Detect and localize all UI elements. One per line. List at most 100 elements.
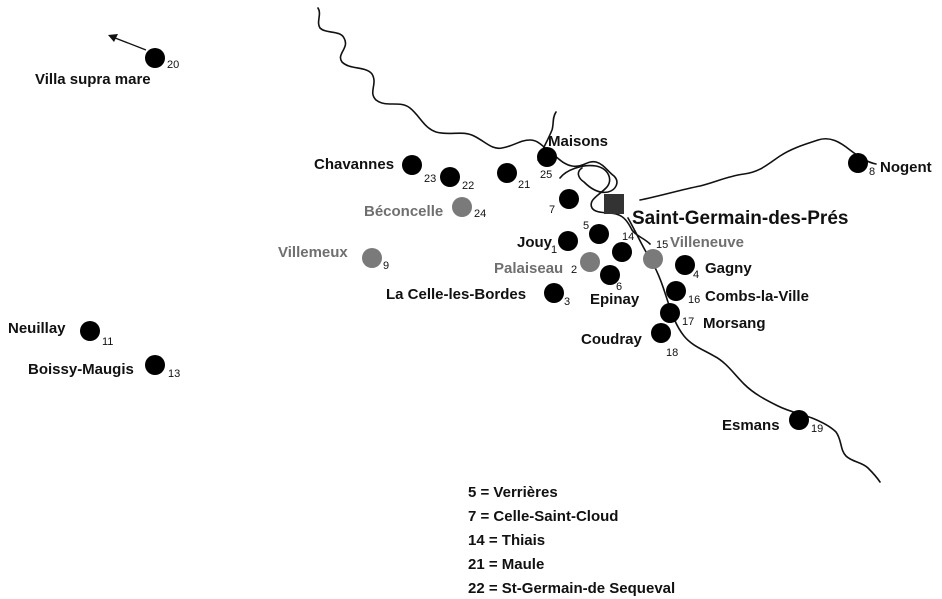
site-number: 25	[540, 169, 552, 181]
site-st-germain-de-sequeval[interactable]: 22	[440, 167, 474, 192]
site-coudray[interactable]: 18 Coudray	[581, 323, 678, 359]
site-label: Villeneuve	[670, 234, 744, 251]
site-esmans[interactable]: 19 Esmans	[722, 410, 823, 435]
site-marker-icon	[145, 48, 165, 68]
site-marker-icon	[145, 355, 165, 375]
site-villa-supra-mare[interactable]: 20 Villa supra mare	[35, 48, 179, 88]
site-nogent[interactable]: 8 Nogent	[848, 153, 932, 178]
site-label: Coudray	[581, 331, 643, 348]
site-villemeux[interactable]: 9 Villemeux	[278, 244, 389, 272]
site-number: 19	[811, 423, 823, 435]
site-number: 3	[564, 296, 570, 308]
site-number: 1	[551, 244, 557, 256]
site-gagny[interactable]: 4 Gagny	[675, 255, 752, 281]
site-number: 16	[688, 294, 700, 306]
site-number: 4	[693, 269, 699, 281]
site-number: 18	[666, 347, 678, 359]
legend: 5 = Verrières 7 = Celle-Saint-Cloud 14 =…	[468, 484, 675, 597]
site-marker-icon	[80, 321, 100, 341]
site-number: 7	[549, 204, 555, 216]
site-label: Maisons	[548, 133, 608, 150]
site-number: 11	[102, 336, 113, 348]
site-number: 23	[424, 173, 436, 185]
site-maisons[interactable]: 25 Maisons	[537, 133, 608, 181]
site-label: Neuillay	[8, 320, 66, 337]
site-label: Gagny	[705, 260, 752, 277]
site-label: Combs-la-Ville	[705, 288, 809, 305]
site-neuillay[interactable]: 11 Neuillay	[8, 320, 113, 348]
site-label: La Celle-les-Bordes	[386, 286, 526, 303]
site-combs-la-ville[interactable]: 16 Combs-la-Ville	[666, 281, 809, 306]
abbey-label: Saint-Germain-des-Prés	[632, 208, 848, 229]
site-marker-icon	[666, 281, 686, 301]
site-marker-icon	[660, 303, 680, 323]
site-number: 24	[474, 208, 486, 220]
site-number: 5	[583, 220, 589, 232]
site-marker-icon	[544, 283, 564, 303]
site-marker-icon	[558, 231, 578, 251]
site-number: 13	[168, 368, 180, 380]
site-label: Boissy-Maugis	[28, 361, 134, 378]
river-seine-loop	[559, 164, 651, 245]
site-marker-icon	[589, 224, 609, 244]
site-label: Béconcelle	[364, 203, 443, 220]
site-marker-icon	[402, 155, 422, 175]
site-la-celle-les-bordes[interactable]: 3 La Celle-les-Bordes	[386, 283, 570, 308]
site-number: 9	[383, 260, 389, 272]
site-marker-icon	[452, 197, 472, 217]
site-epinay[interactable]: 6 Epinay	[590, 265, 640, 308]
site-number: 15	[656, 239, 668, 251]
site-marker-icon	[600, 265, 620, 285]
site-boissy-maugis[interactable]: 13 Boissy-Maugis	[28, 355, 180, 380]
site-number: 8	[869, 166, 875, 178]
river-seine-south	[627, 217, 881, 483]
rivers	[317, 7, 881, 483]
site-marker-icon	[675, 255, 695, 275]
arrow-northwest-icon	[108, 34, 147, 51]
site-number: 6	[616, 281, 622, 293]
site-label: Chavannes	[314, 156, 394, 173]
site-label: Esmans	[722, 417, 780, 434]
square-abbey-icon	[604, 194, 624, 214]
site-marker-icon	[580, 252, 600, 272]
site-label: Villemeux	[278, 244, 348, 261]
site-palaiseau[interactable]: 2 Palaiseau	[494, 252, 600, 277]
site-number: 22	[462, 180, 474, 192]
site-number: 20	[167, 59, 179, 71]
site-marker-icon	[559, 189, 579, 209]
legend-item: 5 = Verrières	[468, 484, 558, 501]
site-label: Jouy	[517, 234, 553, 251]
site-label: Nogent	[880, 159, 932, 176]
site-marker-icon	[440, 167, 460, 187]
legend-item: 22 = St-Germain-de Sequeval	[468, 580, 675, 597]
site-jouy[interactable]: 1 Jouy	[517, 231, 578, 256]
legend-item: 21 = Maule	[468, 556, 544, 573]
site-marker-icon	[789, 410, 809, 430]
site-number: 2	[571, 264, 577, 276]
site-celle-saint-cloud[interactable]: 7	[549, 189, 579, 216]
legend-item: 7 = Celle-Saint-Cloud	[468, 508, 618, 525]
site-marker-icon	[612, 242, 632, 262]
site-label: Epinay	[590, 291, 640, 308]
site-morsang[interactable]: 17 Morsang	[660, 303, 766, 332]
site-label: Palaiseau	[494, 260, 563, 277]
site-label: Morsang	[703, 315, 766, 332]
legend-item: 14 = Thiais	[468, 532, 545, 549]
site-thiais[interactable]: 14	[612, 231, 634, 262]
site-number: 21	[518, 179, 530, 191]
site-number: 14	[622, 231, 634, 243]
site-number: 17	[682, 316, 694, 328]
site-beconcelle[interactable]: 24 Béconcelle	[364, 197, 486, 220]
site-verrieres[interactable]: 5	[583, 220, 609, 244]
river-marne	[639, 137, 877, 201]
site-marker-icon	[643, 249, 663, 269]
river-seine-north	[317, 7, 618, 194]
site-villeneuve[interactable]: 15 Villeneuve	[643, 234, 744, 269]
site-label: Villa supra mare	[35, 71, 151, 88]
site-marker-icon	[651, 323, 671, 343]
site-maule[interactable]: 21	[497, 163, 530, 191]
sites-layer: 20 Villa supra mare 23 Chavannes 22 21 2…	[8, 48, 932, 435]
site-chavannes[interactable]: 23 Chavannes	[314, 155, 436, 185]
site-marker-icon	[497, 163, 517, 183]
